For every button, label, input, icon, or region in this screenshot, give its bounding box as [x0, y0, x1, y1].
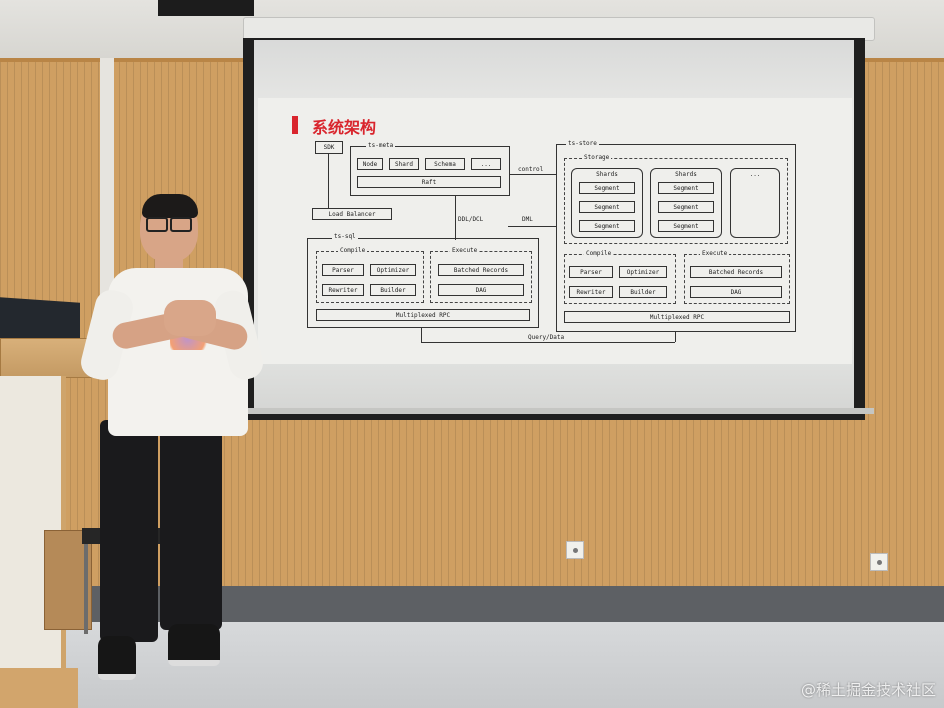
query-data-link [421, 342, 675, 343]
meta-item-shard: Shard [389, 158, 419, 170]
ddl-dcl-label: DDL/DCL [458, 216, 484, 223]
sql-batched-records-box: Batched Records [438, 264, 524, 276]
shard-group-2: Shards [650, 168, 722, 238]
title-accent-bar [292, 116, 298, 134]
presenter-hair [142, 194, 198, 218]
glasses-icon [146, 217, 194, 232]
control-label: control [518, 166, 544, 173]
segment-box: Segment [658, 220, 714, 232]
query-data-link-left [421, 328, 422, 342]
shard-group-more: ... [730, 168, 780, 238]
ts-meta-label: ts-meta [366, 142, 396, 149]
store-execute-label: Execute [700, 250, 730, 257]
segment-box: Segment [579, 220, 635, 232]
screen-bottom-rail [234, 408, 874, 414]
slide-title: 系统架构 [312, 118, 377, 137]
ts-meta-box [350, 146, 510, 196]
store-execute-group [684, 254, 790, 304]
store-builder-box: Builder [619, 286, 667, 298]
projected-slide [258, 98, 852, 364]
query-data-link-right [675, 332, 676, 342]
watermark: @稀土掘金技术社区 [800, 681, 936, 699]
sdk-arrow [328, 154, 329, 208]
sql-parser-box: Parser [322, 264, 364, 276]
store-compile-label: Compile [584, 250, 614, 257]
sql-rewriter-box: Rewriter [322, 284, 364, 296]
segment-box: Segment [579, 182, 635, 194]
sql-execute-label: Execute [450, 247, 480, 254]
presenter-hands [164, 300, 216, 336]
query-data-label: Query/Data [526, 334, 567, 341]
chair-leg [84, 544, 88, 634]
ts-store-label: ts-store [566, 140, 599, 147]
ts-store-box [556, 144, 796, 332]
load-balancer-box: Load Balancer [312, 208, 392, 220]
storage-label: Storage [582, 154, 612, 161]
sql-builder-box: Builder [370, 284, 416, 296]
dml-arrow [508, 226, 556, 227]
wall-pillar [100, 58, 114, 298]
store-compile-group [564, 254, 676, 304]
sql-execute-group [430, 251, 532, 303]
sql-compile-label: Compile [338, 247, 368, 254]
ts-sql-box [307, 238, 539, 328]
presenter-leg [100, 420, 158, 642]
presenter-shoe [98, 636, 136, 680]
storage-group [564, 158, 788, 244]
control-arrow [510, 174, 556, 175]
store-batched-records-box: Batched Records [690, 266, 782, 278]
store-optimizer-box: Optimizer [619, 266, 667, 278]
sql-dag-box: DAG [438, 284, 524, 296]
store-rewriter-box: Rewriter [569, 286, 613, 298]
presenter-shoe [168, 624, 220, 666]
screen-housing [243, 17, 875, 41]
segment-box: Segment [658, 182, 714, 194]
store-parser-box: Parser [569, 266, 613, 278]
podium-base [0, 668, 78, 708]
segment-box: Segment [658, 201, 714, 213]
raft-box: Raft [357, 176, 501, 188]
store-rpc-box: Multiplexed RPC [564, 311, 790, 323]
ddl-dcl-arrow [455, 196, 456, 240]
presenter-leg [160, 420, 222, 630]
ts-sql-label: ts-sql [332, 233, 358, 240]
shard-group-1: Shards [571, 168, 643, 238]
store-dag-box: DAG [690, 286, 782, 298]
sql-optimizer-box: Optimizer [370, 264, 416, 276]
sql-rpc-box: Multiplexed RPC [316, 309, 530, 321]
sql-compile-group [316, 251, 424, 303]
wall-outlet [566, 541, 584, 559]
dml-label: DML [522, 216, 533, 223]
ceiling-speaker [158, 0, 254, 16]
meta-item-schema: Schema [425, 158, 465, 170]
meta-item-more: ... [471, 158, 501, 170]
wall-outlet [870, 553, 888, 571]
segment-box: Segment [579, 201, 635, 213]
meta-item-node: Node [357, 158, 383, 170]
sdk-box: SDK [315, 141, 343, 154]
